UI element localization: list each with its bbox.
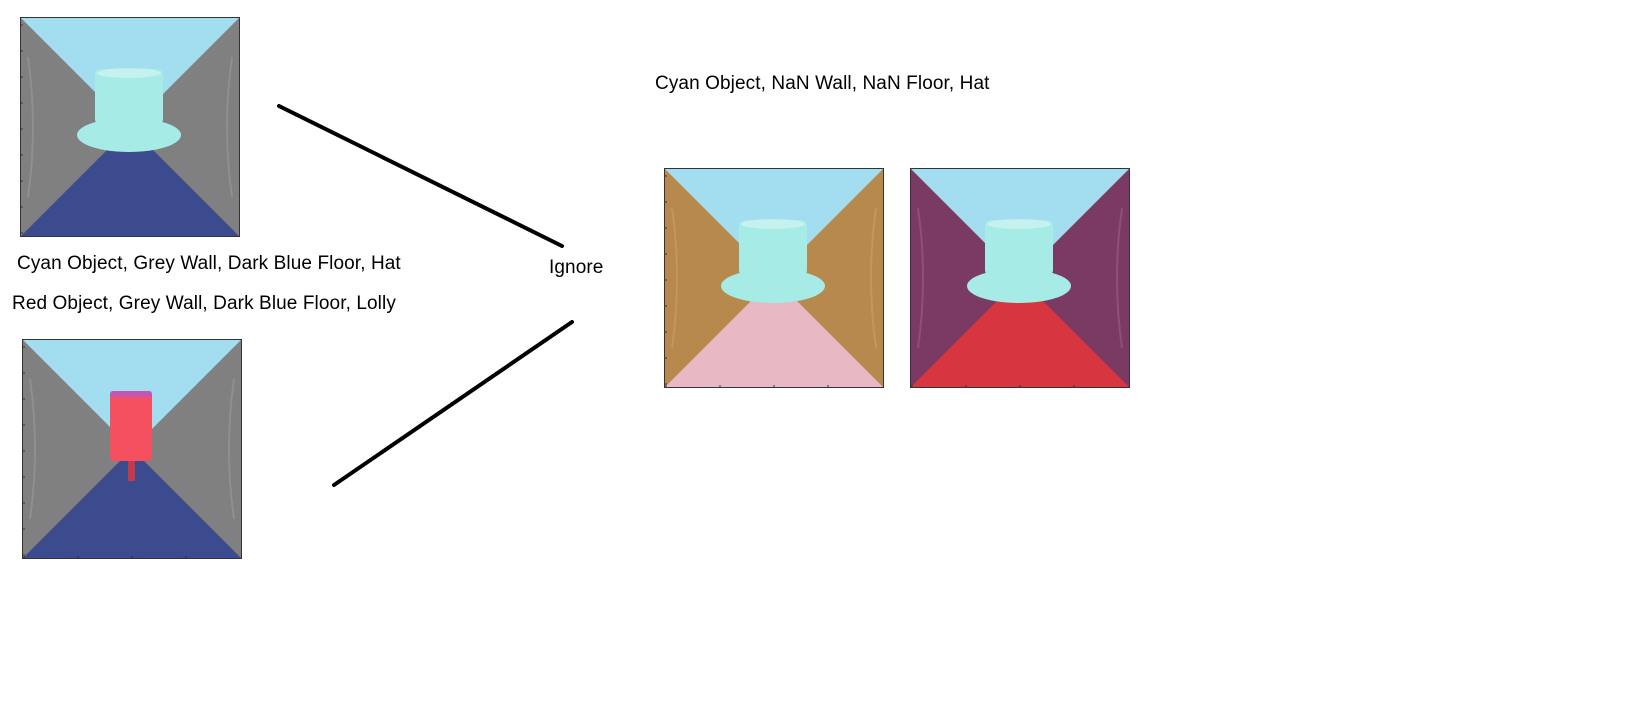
- wall-texture: [917, 207, 924, 349]
- hat-crown: [95, 69, 163, 125]
- wall-texture: [27, 56, 34, 198]
- hat-highlight: [741, 219, 805, 229]
- hat-crown: [739, 220, 807, 276]
- caption-bottom-left: Red Object, Grey Wall, Dark Blue Floor, …: [12, 293, 396, 314]
- scene-panel-lolly-grey-blue: [22, 339, 242, 559]
- hat-brim: [967, 269, 1071, 303]
- hat-object: [77, 68, 181, 152]
- lolly-body: [110, 391, 152, 461]
- floor: [910, 278, 1130, 388]
- connector-line-bottom: [332, 320, 574, 487]
- hat-object: [721, 219, 825, 303]
- wall-texture: [226, 56, 233, 198]
- hat-crown: [985, 220, 1053, 276]
- wall-texture: [870, 207, 877, 349]
- wall-texture: [29, 378, 36, 520]
- hat-object: [967, 219, 1071, 303]
- floor: [22, 449, 242, 559]
- hat-brim: [77, 118, 181, 152]
- scene-panel-hat-tan-pink: [664, 168, 884, 388]
- floor: [20, 127, 240, 237]
- caption-top-left: Cyan Object, Grey Wall, Dark Blue Floor,…: [17, 253, 401, 274]
- wall-texture: [228, 378, 235, 520]
- scene-panel-hat-purple-red: [910, 168, 1130, 388]
- lolly-object: [110, 391, 152, 481]
- wall-texture: [1116, 207, 1123, 349]
- scene-panel-hat-grey-blue: [20, 17, 240, 237]
- hat-highlight: [987, 219, 1051, 229]
- panel-border: [20, 17, 240, 237]
- hat-highlight: [97, 68, 161, 78]
- lolly-top: [110, 391, 152, 397]
- hat-brim: [721, 269, 825, 303]
- caption-right: Cyan Object, NaN Wall, NaN Floor, Hat: [655, 73, 990, 94]
- floor: [664, 278, 884, 388]
- connector-line-top: [277, 104, 564, 248]
- wall-texture: [671, 207, 678, 349]
- caption-middle: Ignore: [549, 257, 604, 278]
- lolly-stick: [128, 457, 135, 481]
